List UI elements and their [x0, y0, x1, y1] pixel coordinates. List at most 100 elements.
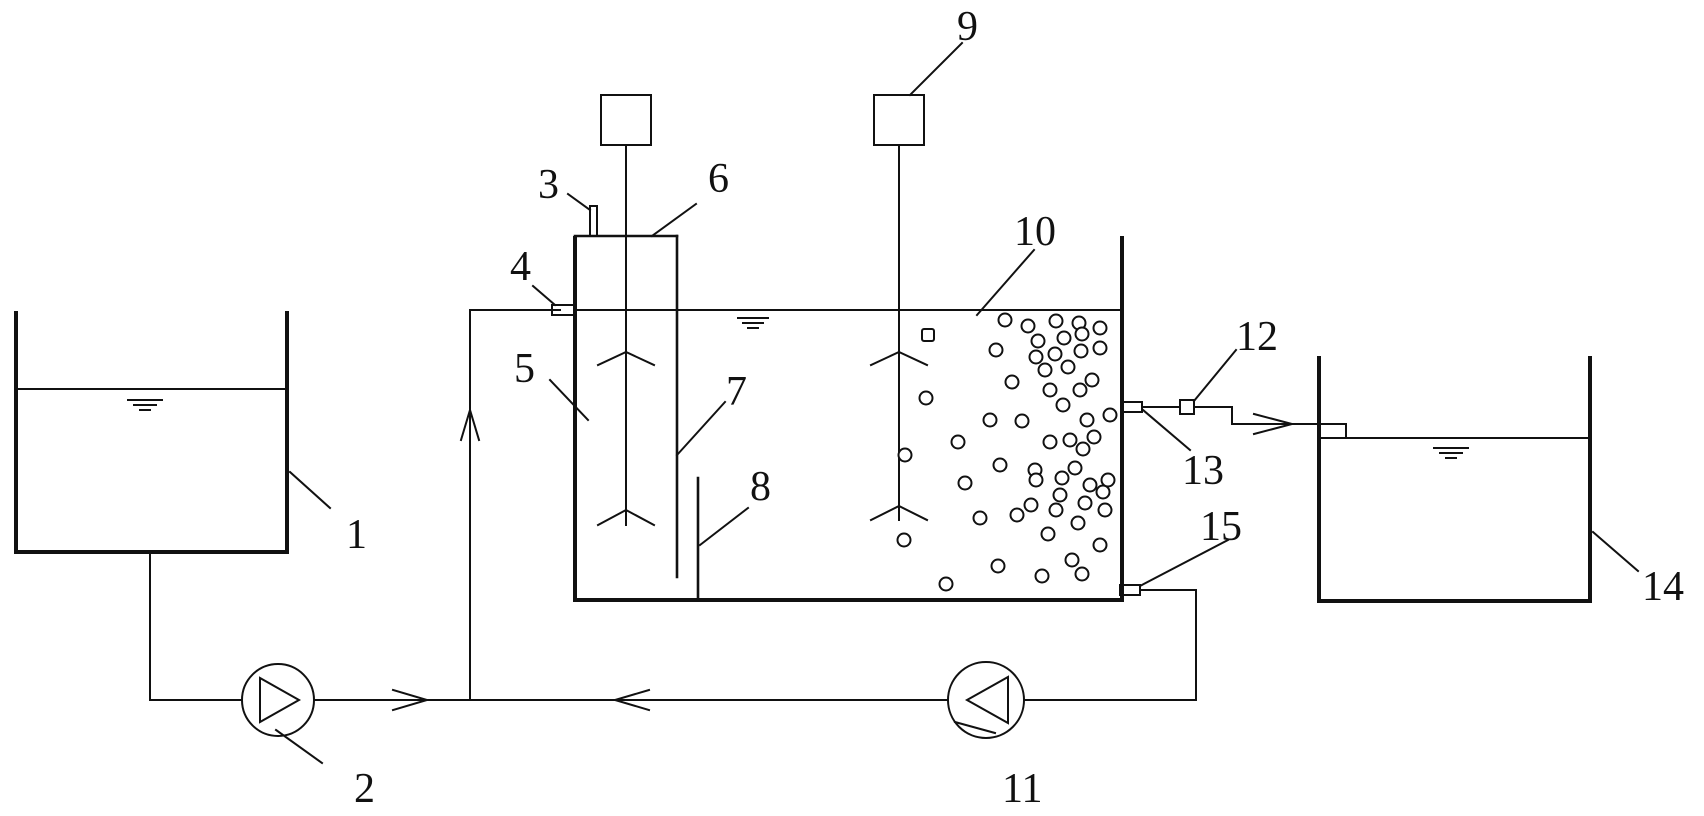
- effluent-inlet-stub: [1319, 423, 1347, 439]
- carrier-particle: [1020, 318, 1036, 334]
- flow-arrow-up: [459, 406, 481, 442]
- lower-impeller-blade: [869, 504, 929, 522]
- carrier-particle: [1067, 460, 1083, 476]
- carrier-particle: [897, 447, 913, 463]
- carrier-particle: [1073, 343, 1089, 359]
- carrier-particle: [1097, 502, 1113, 518]
- inlet-pipe: [551, 304, 576, 316]
- carrier-particle: [918, 390, 934, 406]
- label-7: 7: [726, 369, 747, 415]
- carrier-particle: [1092, 340, 1108, 356]
- carrier-particle: [1082, 477, 1098, 493]
- carrier-particle: [982, 412, 998, 428]
- carrier-particle: [1042, 382, 1058, 398]
- carrier-particle: [992, 457, 1008, 473]
- carrier-particle: [1060, 359, 1076, 375]
- label-8: 8: [750, 464, 771, 510]
- flow-arrow-left: [611, 688, 651, 712]
- carrier-particle: [1023, 497, 1039, 513]
- label-11: 11: [1002, 766, 1042, 812]
- carrier-particle: [1054, 470, 1070, 486]
- label-2: 2: [354, 766, 375, 812]
- right-motor-box: [873, 94, 925, 146]
- carrier-particle: [1077, 495, 1093, 511]
- carrier-particle: [988, 342, 1004, 358]
- carrier-particle: [1064, 552, 1080, 568]
- vent-pipe: [589, 205, 598, 237]
- main-reactor-tank: [573, 236, 1124, 602]
- upper-impeller-blade: [596, 350, 656, 367]
- carrier-particle: [1014, 413, 1030, 429]
- outlet-pipe-stub: [1121, 401, 1143, 413]
- carrier-particle: [1004, 374, 1020, 390]
- feed-pipeline: [149, 309, 949, 712]
- carrier-particle: [1052, 487, 1068, 503]
- label-6: 6: [708, 156, 729, 202]
- water-level-symbol: [127, 399, 163, 411]
- carrier-particle: [1100, 472, 1116, 488]
- label-14: 14: [1642, 564, 1684, 610]
- carrier-particle: [950, 434, 966, 450]
- outlet-flow-arrow: [1252, 412, 1296, 436]
- carrier-particle: [938, 576, 954, 592]
- carrier-particle: [1074, 326, 1090, 342]
- carrier-particle: [972, 510, 988, 526]
- carrier-particle: [1009, 507, 1025, 523]
- carrier-particle: [1086, 429, 1102, 445]
- carrier-particle: [997, 312, 1013, 328]
- carrier-particle: [1047, 346, 1063, 362]
- inner-chamber: [573, 234, 700, 602]
- carrier-particle: [896, 532, 912, 548]
- reactor-water-level-symbol: [737, 317, 769, 329]
- carrier-particles: [896, 312, 1118, 592]
- carrier-particle: [1072, 382, 1088, 398]
- label-9: 9: [957, 4, 978, 50]
- carrier-particle: [1037, 362, 1053, 378]
- label-12: 12: [1236, 314, 1278, 360]
- carrier-particle: [990, 558, 1006, 574]
- carrier-particle: [1048, 313, 1064, 329]
- label-15: 15: [1200, 504, 1242, 550]
- number-labels: 1 2 3 4 5 6 7 8 9 10 11 12 13 14 15: [346, 4, 1684, 812]
- lower-impeller-blade: [596, 508, 656, 527]
- recirculation-pipe: [1023, 589, 1197, 701]
- carrier-particle: [1079, 412, 1095, 428]
- left-stirrer: [596, 94, 656, 527]
- effluent-tank: [1317, 356, 1592, 603]
- leader-lines: [274, 41, 1640, 765]
- carrier-particle: [1070, 515, 1086, 531]
- feed-pump: [241, 663, 315, 737]
- label-13: 13: [1182, 448, 1224, 494]
- carrier-particle: [1092, 537, 1108, 553]
- left-motor-box: [600, 94, 652, 146]
- feed-tank: [14, 311, 289, 554]
- carrier-particle: [1030, 333, 1046, 349]
- carrier-particle: [1084, 372, 1100, 388]
- carrier-particle: [1048, 502, 1064, 518]
- carrier-particle-square: [921, 328, 935, 342]
- flow-arrow-right: [391, 688, 431, 712]
- label-5: 5: [514, 346, 535, 392]
- upper-impeller-blade: [869, 350, 929, 367]
- label-1: 1: [346, 512, 367, 558]
- carrier-particle: [1040, 526, 1056, 542]
- carrier-particle: [1062, 432, 1078, 448]
- carrier-particle: [1074, 566, 1090, 582]
- carrier-particle: [1055, 397, 1071, 413]
- carrier-particle: [1042, 434, 1058, 450]
- carrier-particle: [1028, 349, 1044, 365]
- carrier-particle: [1028, 472, 1044, 488]
- effluent-water-level-symbol: [1433, 447, 1469, 459]
- carrier-particle: [1102, 407, 1118, 423]
- carrier-particle: [1075, 441, 1091, 457]
- carrier-particle: [1034, 568, 1050, 584]
- label-3: 3: [538, 162, 559, 208]
- outlet-line: [1121, 399, 1347, 439]
- carrier-particle: [957, 475, 973, 491]
- recirculation-pump: [947, 661, 1025, 739]
- label-4: 4: [510, 244, 531, 290]
- label-10: 10: [1014, 209, 1056, 255]
- carrier-particle: [1056, 330, 1072, 346]
- carrier-particle: [1092, 320, 1108, 336]
